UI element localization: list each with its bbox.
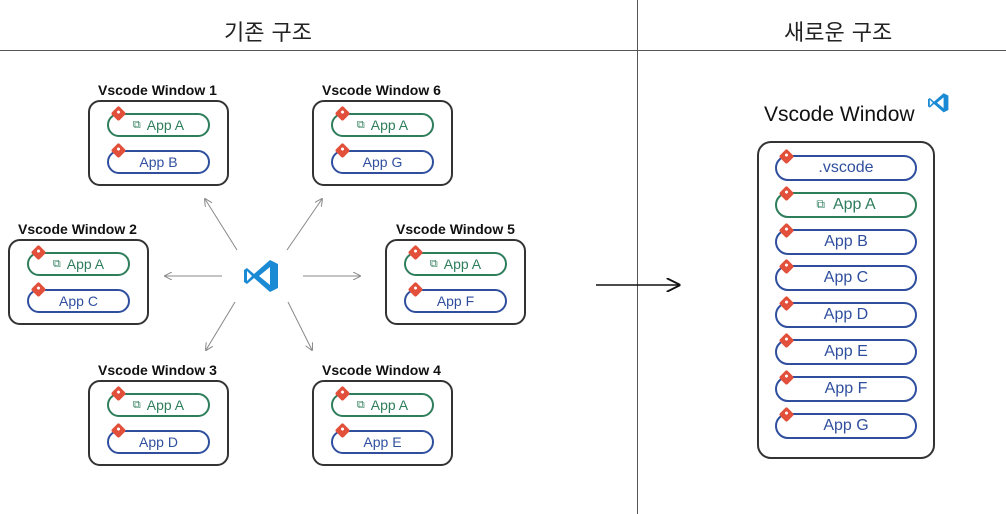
external-link-icon: ⧉: [356, 118, 365, 131]
new-window-item: App C: [775, 265, 917, 292]
app-label: App A: [370, 117, 409, 133]
item-label: App G: [823, 416, 869, 434]
external-link-icon: ⧉: [132, 118, 141, 131]
window-title: Vscode Window 4: [322, 362, 441, 378]
external-link-icon: ⧉: [816, 197, 825, 212]
app-label: App F: [436, 293, 475, 309]
vscode-logo-icon: [244, 260, 278, 292]
new-window-frame: [757, 141, 935, 459]
new-window-title: Vscode Window: [764, 103, 915, 126]
app-label: App E: [363, 434, 402, 450]
app-label: App A: [443, 256, 482, 272]
window-title: Vscode Window 3: [98, 362, 217, 378]
window-title: Vscode Window 5: [396, 221, 515, 237]
app-pill: App C: [27, 289, 130, 313]
app-pill: ⧉ App A: [404, 252, 507, 276]
app-pill: ⧉ App A: [27, 252, 130, 276]
item-label: .vscode: [818, 159, 874, 176]
app-pill: App D: [107, 430, 210, 454]
item-label: App F: [824, 379, 868, 397]
vscode-title-logo-icon: [928, 93, 949, 113]
app-label: App B: [139, 154, 178, 170]
app-label: App C: [59, 293, 98, 309]
app-label: App G: [362, 154, 403, 170]
app-label: App A: [146, 117, 185, 133]
app-pill: ⧉ App A: [331, 393, 434, 417]
new-window-item: App F: [775, 375, 917, 402]
window-title: Vscode Window 6: [322, 82, 441, 98]
new-window-item: App D: [775, 302, 917, 329]
old-structure-title: 기존 구조: [224, 21, 312, 46]
app-pill: App F: [404, 289, 507, 313]
app-pill: App G: [331, 150, 434, 174]
app-label: App A: [370, 397, 409, 413]
new-window-item: App G: [775, 412, 917, 439]
new-window-item: ⧉ App A: [775, 191, 917, 218]
app-pill: ⧉ App A: [107, 113, 210, 137]
window-title: Vscode Window 2: [18, 221, 137, 237]
app-label: App A: [66, 256, 105, 272]
new-window-item: App E: [775, 339, 917, 365]
app-label: App D: [139, 434, 178, 450]
app-pill: ⧉ App A: [331, 113, 434, 137]
new-structure-title: 새로운 구조: [784, 21, 893, 46]
app-pill: App B: [107, 150, 210, 174]
header-divider: [0, 50, 1006, 51]
external-link-icon: ⧉: [356, 398, 365, 411]
new-window-item: App B: [775, 228, 917, 255]
item-label: App D: [823, 306, 869, 324]
external-link-icon: ⧉: [52, 257, 61, 270]
app-pill: App E: [331, 430, 434, 454]
item-label: App E: [824, 343, 868, 360]
window-title: Vscode Window 1: [98, 82, 217, 98]
app-label: App A: [146, 397, 185, 413]
item-label: App A: [832, 195, 876, 213]
external-link-icon: ⧉: [132, 398, 141, 411]
section-divider: [637, 0, 638, 514]
item-label: App B: [824, 232, 868, 250]
external-link-icon: ⧉: [429, 257, 438, 270]
new-window-item: .vscode: [775, 155, 917, 181]
item-label: App C: [823, 269, 869, 287]
app-pill: ⧉ App A: [107, 393, 210, 417]
